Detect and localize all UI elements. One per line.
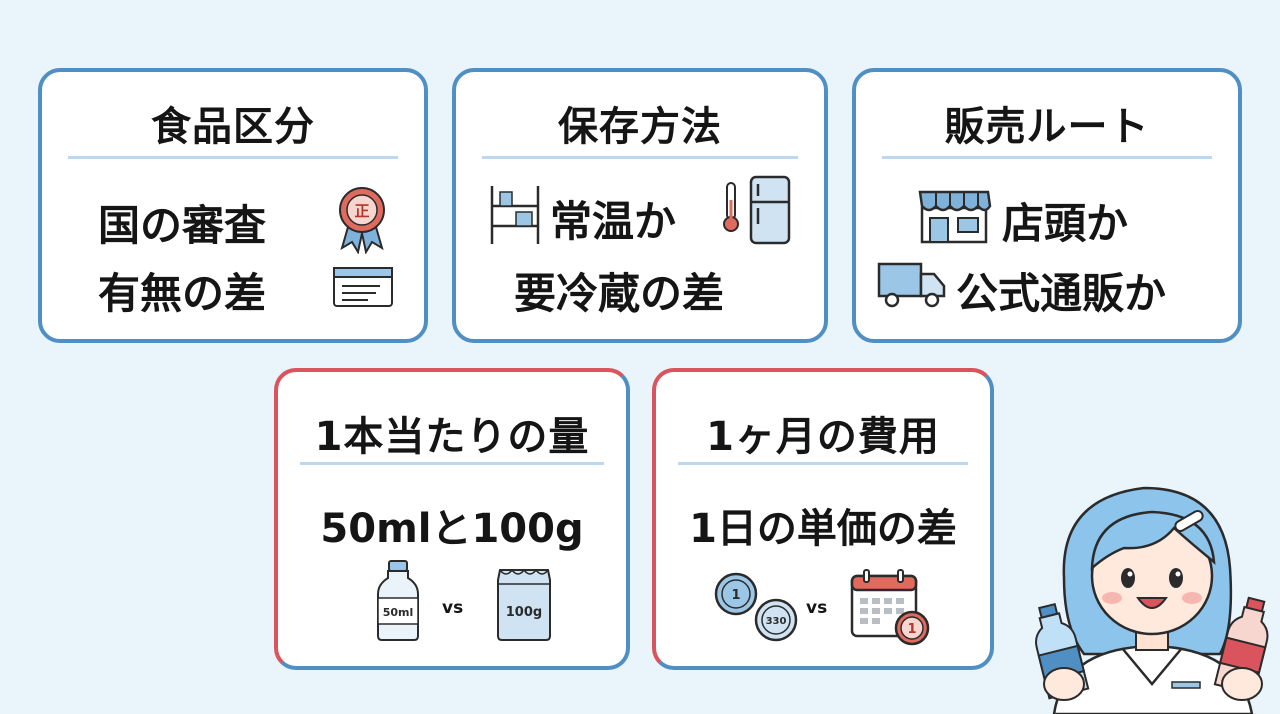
delivery-truck-icon [877, 262, 946, 308]
card-text-line1: 店頭か [1002, 199, 1129, 248]
bag-label: 100g [506, 605, 542, 620]
card-amount-per-unit: 1本当たりの量 50mlと100g 50ml vs 100g [274, 368, 630, 670]
card-text-line1: 常温か [550, 197, 677, 246]
card-title: 保存方法 [558, 104, 722, 150]
refrigerator-icon [749, 175, 791, 245]
card-text-line2: 公式通販か [956, 269, 1167, 318]
divider [68, 156, 398, 159]
card-title: 食品区分 [151, 104, 315, 150]
coin-label: 1 [907, 622, 916, 637]
bottle-icon: 50ml [377, 560, 419, 641]
card-title: 1ヶ月の費用 [706, 414, 940, 460]
thermometer-icon [723, 182, 739, 232]
seal-ribbon-icon: 正 [339, 187, 385, 254]
store-icon [918, 190, 992, 244]
card-sales-route: 販売ルート 店頭か 公式通販か [852, 68, 1242, 343]
card-monthly-cost: 1ヶ月の費用 1日の単価の差 1 330 vs 1 [652, 368, 994, 670]
divider [882, 156, 1212, 159]
coin-label: 330 [766, 616, 787, 627]
document-icon [333, 267, 393, 307]
coins-icon: 1 330 [714, 572, 798, 642]
card-title: 1本当たりの量 [314, 414, 590, 460]
divider [300, 462, 604, 465]
card-text-line1: 50mlと100g [320, 506, 584, 552]
coin-label: 1 [731, 588, 740, 603]
card-title: 販売ルート [944, 104, 1150, 150]
divider [678, 462, 968, 465]
calendar-icon: 1 [850, 569, 930, 646]
divider [482, 156, 798, 159]
vs-label: vs [806, 598, 828, 618]
card-food-category: 食品区分 国の審査 有無の差 正 [38, 68, 428, 343]
card-text-line2: 有無の差 [98, 269, 267, 318]
bone-hairclip-icon [1174, 510, 1204, 532]
pouch-bag-icon: 100g [497, 568, 551, 641]
card-storage-method: 保存方法 常温か 要冷蔵の差 [452, 68, 828, 343]
character-illustration [1035, 486, 1269, 714]
shelf-icon [490, 186, 540, 244]
bottle-label: 50ml [383, 606, 414, 619]
card-text-line1: 国の審査 [98, 201, 267, 250]
card-text-line2: 要冷蔵の差 [514, 269, 725, 318]
vs-label: vs [442, 598, 464, 618]
seal-char: 正 [354, 202, 369, 220]
card-text-line1: 1日の単価の差 [689, 506, 957, 552]
